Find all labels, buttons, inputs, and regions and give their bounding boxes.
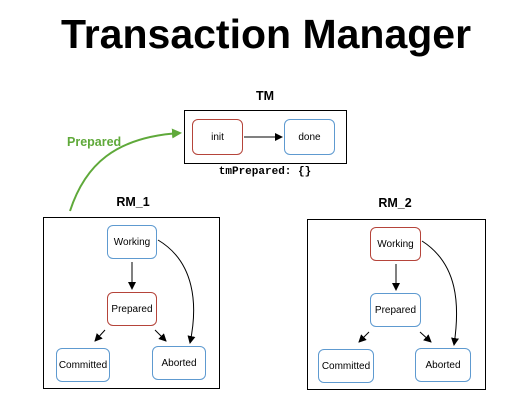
rm2-working-to-aborted-arrow <box>421 240 459 346</box>
rm2-state-committed: Committed <box>318 349 374 383</box>
tm-label: TM <box>255 89 275 103</box>
rm2-state-prepared: Prepared <box>370 293 421 327</box>
rm2-state-aborted: Aborted <box>415 348 471 382</box>
rm2-prepared-to-committed-arrow <box>358 331 370 343</box>
rm1-state-working: Working <box>107 225 157 259</box>
diagram-title: Transaction Manager <box>60 11 472 57</box>
prepared-message-arrow <box>69 128 182 212</box>
rm2-prepared-to-aborted-arrow <box>419 331 432 343</box>
rm1-state-prepared: Prepared <box>107 292 157 326</box>
tm-state-done: done <box>284 119 335 155</box>
rm1-prepared-to-committed-arrow <box>94 329 106 342</box>
tm-state-init: init <box>192 119 243 155</box>
rm1-label: RM_1 <box>116 195 150 209</box>
rm1-state-committed: Committed <box>56 348 110 382</box>
rm2-state-working: Working <box>370 227 421 261</box>
tm-prepared-variable: tmPrepared: {} <box>218 166 312 178</box>
rm1-working-to-aborted-arrow <box>157 239 196 344</box>
prepared-transition-label: Prepared <box>67 135 122 149</box>
rm1-state-aborted: Aborted <box>152 346 206 380</box>
rm2-label: RM_2 <box>378 196 412 210</box>
rm1-prepared-to-aborted-arrow <box>154 329 167 342</box>
